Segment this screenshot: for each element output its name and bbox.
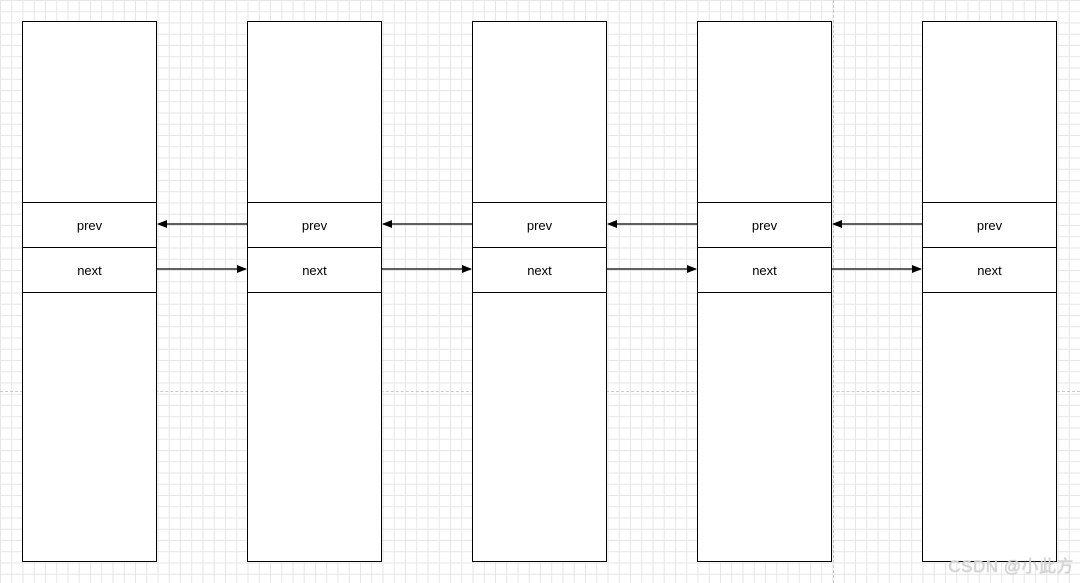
- vertical-guide-line: [833, 0, 834, 583]
- list-node-4: prev next: [697, 21, 832, 562]
- next-field: next: [473, 247, 606, 293]
- next-field: next: [698, 247, 831, 293]
- list-node-5: prev next: [922, 21, 1057, 562]
- prev-field: prev: [23, 202, 156, 247]
- next-field: next: [23, 247, 156, 293]
- list-node-3: prev next: [472, 21, 607, 562]
- prev-field: prev: [248, 202, 381, 247]
- prev-field: prev: [923, 202, 1056, 247]
- list-node-1: prev next: [22, 21, 157, 562]
- next-field: next: [923, 247, 1056, 293]
- list-node-2: prev next: [247, 21, 382, 562]
- prev-field: prev: [698, 202, 831, 247]
- next-field: next: [248, 247, 381, 293]
- prev-field: prev: [473, 202, 606, 247]
- watermark-text: CSDN @小此方: [948, 557, 1074, 576]
